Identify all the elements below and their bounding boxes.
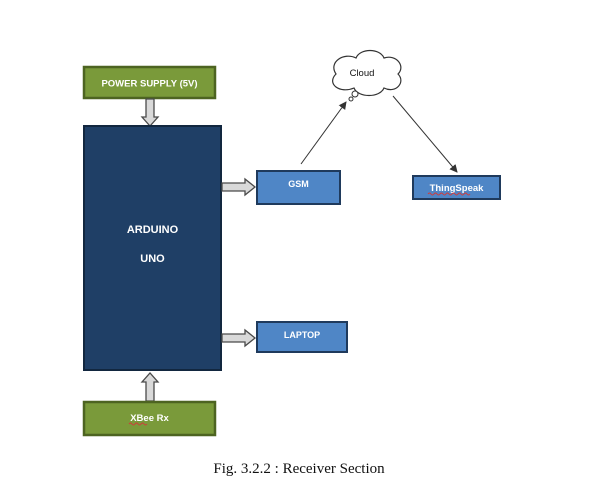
xbee-rx-block: XBee Rx <box>82 400 217 437</box>
arrow-arduino-to-gsm <box>221 177 257 197</box>
spellcheck-squiggle <box>427 192 471 196</box>
spellcheck-squiggle <box>128 422 148 426</box>
arduino-uno-block: ARDUINO UNO <box>83 125 222 371</box>
arrow-arduino-to-laptop <box>221 328 257 348</box>
gsm-label: GSM <box>288 179 309 189</box>
power-supply-label: POWER SUPPLY (5V) <box>101 79 197 90</box>
laptop-block: LAPTOP <box>256 321 348 353</box>
gsm-block: GSM <box>256 170 341 205</box>
arrow-power-to-arduino <box>140 98 160 127</box>
thingspeak-label: ThingSpeak <box>430 183 485 194</box>
thingspeak-block: ThingSpeak <box>412 175 501 200</box>
arrow-xbee-to-arduino <box>140 372 160 402</box>
cloud-label: Cloud <box>350 68 375 79</box>
laptop-label: LAPTOP <box>284 330 320 340</box>
figure-caption: Fig. 3.2.2 : Receiver Section <box>213 461 385 477</box>
arduino-label: ARDUINO <box>127 224 179 236</box>
arrow-cloud-to-thingspeak <box>392 95 458 173</box>
uno-label: UNO <box>140 253 165 265</box>
xbee-label: XBee Rx <box>130 413 169 424</box>
cloud-shape: Cloud <box>332 49 402 102</box>
arrow-gsm-to-cloud <box>300 101 347 165</box>
power-supply-block: POWER SUPPLY (5V) <box>82 65 217 100</box>
